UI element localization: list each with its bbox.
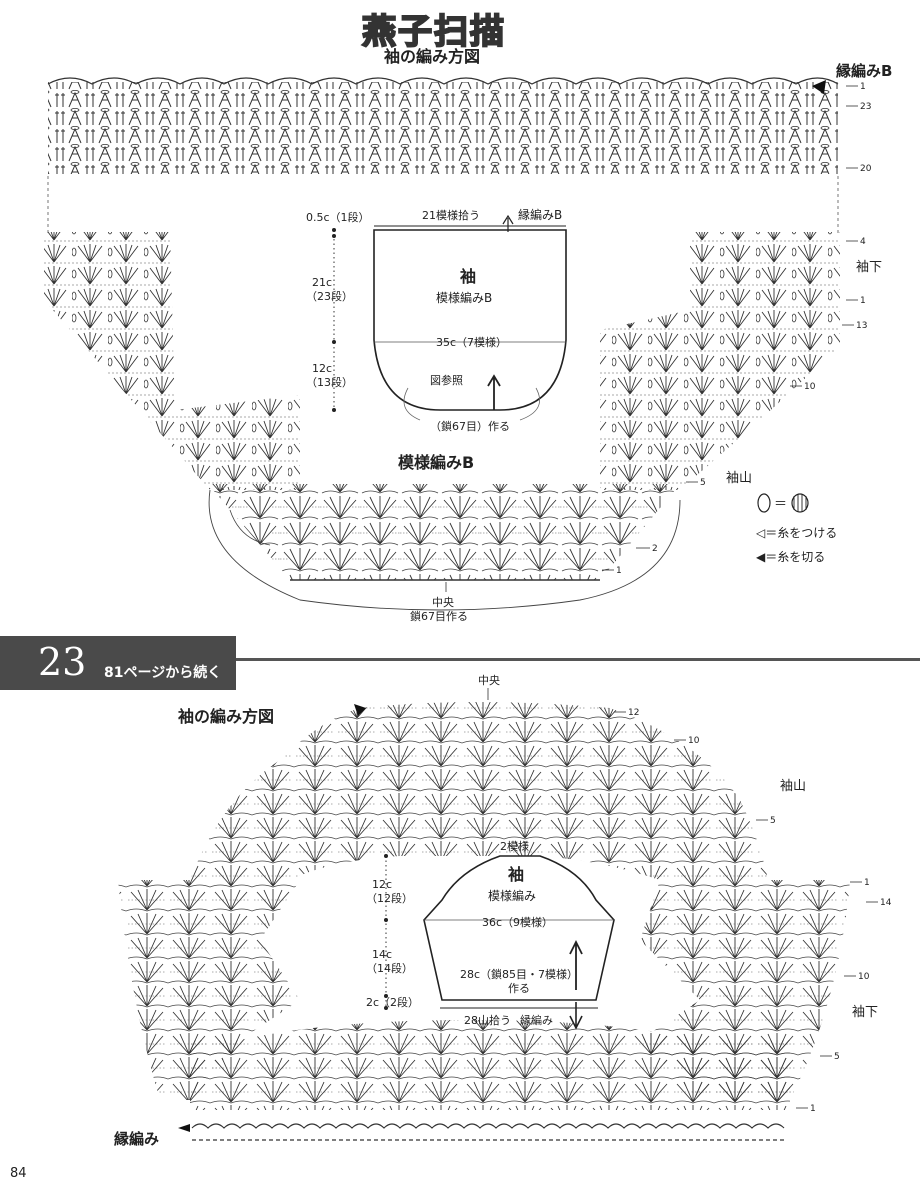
bottom-row-mark: 10 (688, 736, 700, 746)
top-sleeve-cap-label: 袖山 (726, 471, 752, 486)
top-right-panel (600, 232, 840, 490)
top-row-mark: 13 (856, 321, 867, 331)
top-row-mark: 1 (860, 82, 866, 92)
legend-cut: ◀＝糸を切る (756, 550, 825, 564)
top-schematic-outline (373, 229, 567, 411)
bottom-schem-h3: 2c（2段） (366, 995, 419, 1009)
top-edging-band (48, 82, 838, 174)
top-cap-panel (208, 484, 680, 580)
top-schem-h2b: （23段） (306, 289, 353, 303)
section-header-rule (236, 658, 920, 661)
section-header: 23 81ページから続く (0, 636, 920, 690)
bottom-edging-label: 縁編み (114, 1130, 159, 1148)
legend-chain-oval-icon (757, 493, 771, 513)
bottom-center-label: 中央 (478, 674, 500, 687)
page-number: 84 (10, 1166, 27, 1181)
top-sleeve-chart: 袖の編み方図 縁編みB 模様編みB 袖下 袖山 中央 鎖67目作る 1 23 2… (44, 47, 892, 623)
section-header-box (0, 636, 236, 690)
top-row-mark: 4 (860, 237, 866, 247)
bottom-row-mark: 1 (810, 1104, 816, 1114)
bottom-schem-name: 袖 (508, 865, 524, 884)
legend-attach: ◁＝糸をつける (755, 526, 837, 540)
bottom-schem-width: 36c（9模様） (482, 915, 553, 929)
top-edging-label: 縁編みB (836, 62, 892, 80)
bottom-row-mark: 5 (770, 816, 776, 826)
legend-equals: ＝ (774, 497, 787, 512)
top-row-mark: 1 (860, 296, 866, 306)
bottom-schematic-outline (423, 855, 615, 1001)
top-row-mark: 20 (860, 164, 872, 174)
top-row-mark: 2 (652, 544, 658, 554)
top-schem-name: 袖 (460, 267, 476, 286)
bottom-schem-h2a: 14c (372, 948, 392, 961)
bottom-left-panel (118, 880, 300, 1100)
top-start-chain-label: 鎖67目作る (410, 609, 468, 623)
bottom-side-under-label: 袖下 (852, 1005, 878, 1020)
bottom-row-mark: 12 (628, 708, 639, 718)
legend-wrapped-oval-icon (791, 493, 809, 513)
bottom-schem-top: 2模様 (500, 839, 529, 853)
bottom-schem-pattern: 模様編み (488, 888, 536, 903)
top-schem-edging: 縁編みB (518, 207, 562, 222)
section-number: 23 (38, 640, 87, 684)
top-side-under-label: 袖下 (856, 260, 882, 275)
top-cut-marker-icon (812, 80, 826, 94)
top-schem-h1: 0.5c（1段） (306, 210, 370, 224)
bottom-schem-chain-a: 28c（鎖85目・7模様） (460, 967, 578, 981)
top-row-mark: 1 (616, 566, 622, 576)
top-schem-h3b: （13段） (306, 375, 353, 389)
bottom-schem-chain-b: 作る (508, 982, 530, 995)
bottom-schem-h1a: 12c (372, 878, 392, 891)
bottom-edging-row (191, 1123, 785, 1129)
bottom-row-mark: 14 (880, 898, 892, 908)
bottom-row-mark: 10 (858, 972, 870, 982)
watermark-text: 燕子扫描 (361, 11, 506, 53)
top-row-mark: 5 (700, 478, 706, 488)
bottom-schem-pickup: 28山拾う (464, 1013, 511, 1027)
top-row-mark: 10 (804, 382, 816, 392)
bottom-title: 袖の編み方図 (178, 707, 274, 726)
top-schem-pattern: 模様編みB (436, 290, 492, 305)
section-continued: 81ページから続く (104, 665, 222, 681)
top-schem-width: 35c（7模様） (436, 335, 507, 349)
bottom-schem-edging: 縁編み (520, 1013, 553, 1027)
top-schematic-arrow-up (487, 374, 501, 410)
bottom-base-panel (190, 1020, 790, 1110)
bottom-schem-h2b: （14段） (366, 961, 413, 975)
bottom-sleeve-cap-label: 袖山 (780, 779, 806, 794)
top-left-panel (44, 232, 300, 490)
top-pattern-label: 模様編みB (398, 453, 474, 472)
top-schem-chain: （鎖67目）作る (430, 419, 510, 433)
top-center-label: 中央 (432, 596, 454, 609)
bottom-cap-panel (190, 702, 768, 880)
bottom-row-mark: 5 (834, 1052, 840, 1062)
top-schem-pickup: 21模様拾う (422, 208, 480, 222)
top-row-mark: 23 (860, 102, 871, 112)
bottom-edging-marker-icon (178, 1124, 190, 1132)
top-schem-h2a: 21c (312, 276, 332, 289)
top-schem-h3a: 12c (312, 362, 332, 375)
bottom-row-mark: 1 (864, 878, 870, 888)
bottom-cut-marker-icon (354, 704, 366, 716)
top-schem-see-fig: 図参照 (430, 373, 463, 387)
top-title: 袖の編み方図 (384, 47, 480, 66)
bottom-schem-h1b: （12段） (366, 891, 413, 905)
